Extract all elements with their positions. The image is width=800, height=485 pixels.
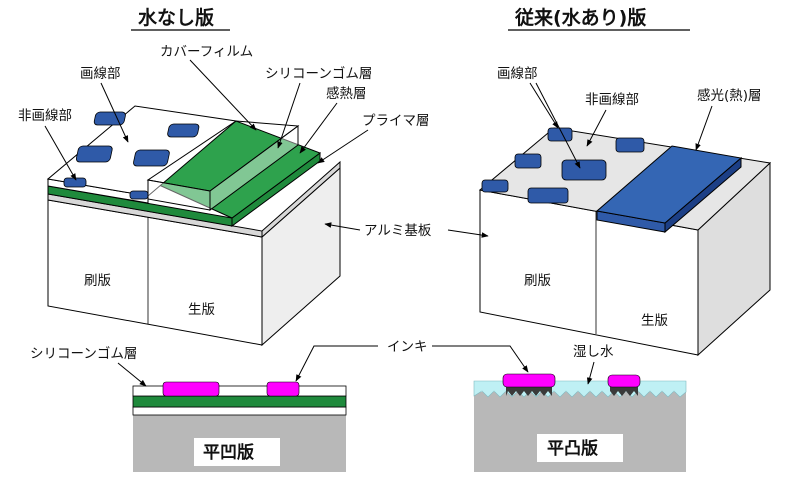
bl-primer <box>132 406 347 416</box>
right-title: 従来(水あり)版 <box>514 6 646 29</box>
left-image-dot-1 <box>93 111 126 126</box>
left-arrow-cover-film <box>189 59 257 131</box>
left-plate-block <box>46 105 341 347</box>
left-label-printed-plate: 刷版 <box>84 273 111 289</box>
label-ink: インキ <box>387 339 428 355</box>
br-label-box <box>537 434 623 462</box>
bl-silicone <box>132 385 347 397</box>
br-image-layer-1 <box>506 386 552 396</box>
right-image-dot-3 <box>514 153 542 169</box>
left-arrow-image-area <box>100 82 129 143</box>
left-title: 水なし版 <box>138 6 214 29</box>
right-arrow-image-area-1 <box>529 82 559 129</box>
br-substrate <box>474 392 686 472</box>
br-ink-1 <box>502 373 556 388</box>
left-label-primer: プライマ層 <box>362 113 430 129</box>
left-label-cover-film: カバーフィルム <box>160 44 253 60</box>
right-label-printed-plate: 刷版 <box>524 273 551 289</box>
right-image-dot-5 <box>481 179 509 193</box>
right-label-non-image-area: 非画線部 <box>585 92 639 108</box>
arrow-ink-right <box>432 345 529 373</box>
br-plate-type: 平凸版 <box>547 438 598 459</box>
arrow-ink-left <box>295 345 378 382</box>
left-primer-side <box>261 160 341 239</box>
left-cover-side <box>209 125 299 211</box>
left-image-dot-6 <box>129 190 149 200</box>
bl-arrow-silicone <box>117 362 147 387</box>
bl-plate-type: 平凹版 <box>203 442 254 463</box>
right-blue-top <box>595 145 743 224</box>
arrow-aluminum-right <box>447 229 489 238</box>
right-label-raw-plate: 生版 <box>641 313 668 329</box>
right-arrow-photosensitive <box>695 105 713 151</box>
br-ink-2 <box>607 374 641 388</box>
right-plate-block <box>478 127 772 357</box>
bl-label-box <box>194 438 280 466</box>
right-arrow-image-area-2 <box>535 82 581 169</box>
right-image-dot-4 <box>561 159 607 181</box>
left-image-dot-5 <box>63 177 87 188</box>
left-arrow-non-image-area <box>44 125 77 181</box>
right-image-dot-6 <box>527 187 569 204</box>
left-label-heat-sensitive: 感熱層 <box>326 85 367 102</box>
left-image-dot-4 <box>133 149 170 167</box>
left-image-dot-2 <box>167 123 200 138</box>
right-label-image-area: 画線部 <box>497 66 538 82</box>
bottom-right-cross-section <box>473 373 687 472</box>
left-arrow-heat-sensitive <box>299 102 338 154</box>
right-arrow-non-image-area <box>586 109 607 147</box>
right-image-dot-1 <box>547 127 573 142</box>
right-image-dot-2 <box>615 137 645 153</box>
left-image-dot-3 <box>75 145 113 163</box>
bottom-left-cross-section <box>132 381 347 472</box>
bl-ink-2 <box>266 381 300 397</box>
left-label-raw-plate: 生版 <box>188 302 215 318</box>
label-aluminum-substrate: アルミ基板 <box>364 222 432 239</box>
left-label-non-image-area: 非画線部 <box>18 108 72 124</box>
left-label-image-area: 画線部 <box>80 66 121 82</box>
bl-label-silicone: シリコーンゴム層 <box>30 345 137 362</box>
left-arrow-silicone <box>277 82 301 149</box>
bl-heat-layer <box>132 395 347 408</box>
br-arrow-water <box>586 361 595 385</box>
bl-ink-1 <box>162 381 220 397</box>
br-image-layer-2 <box>610 386 638 396</box>
arrow-aluminum-left <box>324 222 361 231</box>
right-label-photosensitive: 感光(熱)層 <box>697 87 762 104</box>
br-label-water: 湿し水 <box>573 344 614 360</box>
left-label-silicone: シリコーンゴム層 <box>265 65 372 82</box>
left-arrow-primer <box>317 129 369 164</box>
